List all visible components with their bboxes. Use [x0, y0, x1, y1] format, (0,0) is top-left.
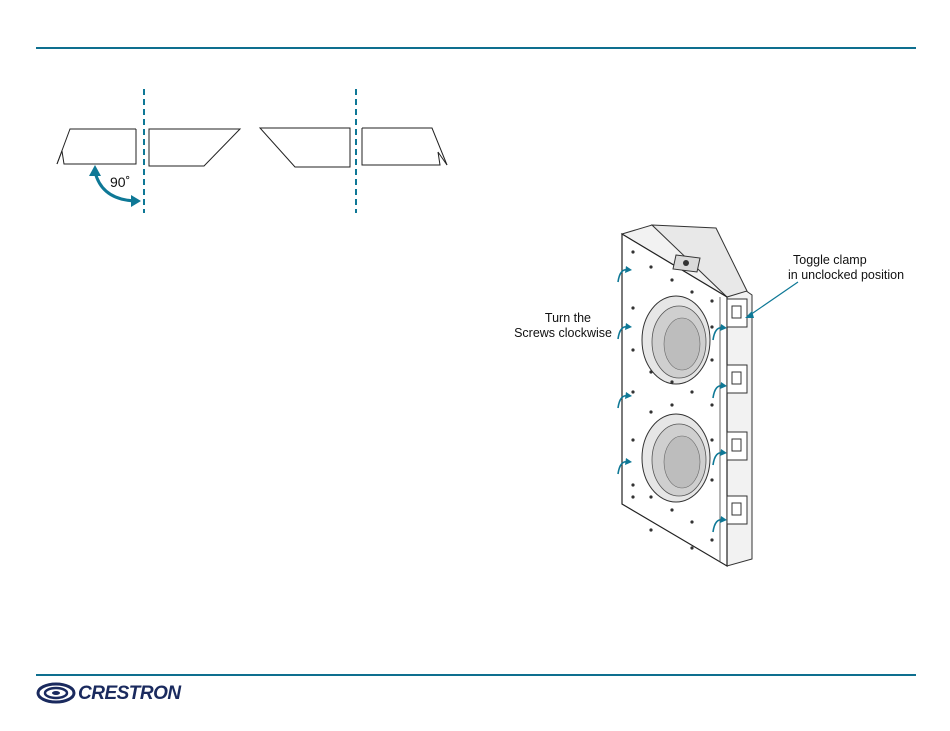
crestron-swirl-logo-icon	[36, 682, 76, 704]
angle-arrowhead-up	[89, 165, 101, 176]
panel-right-piece-1	[260, 128, 350, 167]
angle-arrowhead-right	[131, 195, 141, 207]
panel-left-piece-1	[57, 129, 136, 164]
turn-callout-line-1: Turn the	[480, 311, 612, 326]
crestron-logo: CRESTRON	[36, 682, 226, 704]
toggle-clamp-callout: Toggle clamp in unclocked position	[748, 253, 918, 283]
woofer-upper	[642, 296, 710, 384]
toggle-clamp-leader	[750, 282, 798, 315]
panel-right-piece-2	[362, 128, 447, 165]
turn-callout-line-2: Screws clockwise	[480, 326, 612, 341]
panel-left-piece-2	[149, 129, 240, 166]
angle-label: 90˚	[110, 175, 130, 190]
crestron-wordmark: CRESTRON	[78, 683, 181, 705]
toggle-callout-line-1: Toggle clamp	[748, 253, 918, 268]
woofer-lower	[642, 414, 710, 502]
toggle-callout-line-2: in unclocked position	[748, 268, 918, 283]
turn-screws-callout: Turn the Screws clockwise	[480, 311, 612, 341]
footer-rule	[36, 674, 916, 676]
